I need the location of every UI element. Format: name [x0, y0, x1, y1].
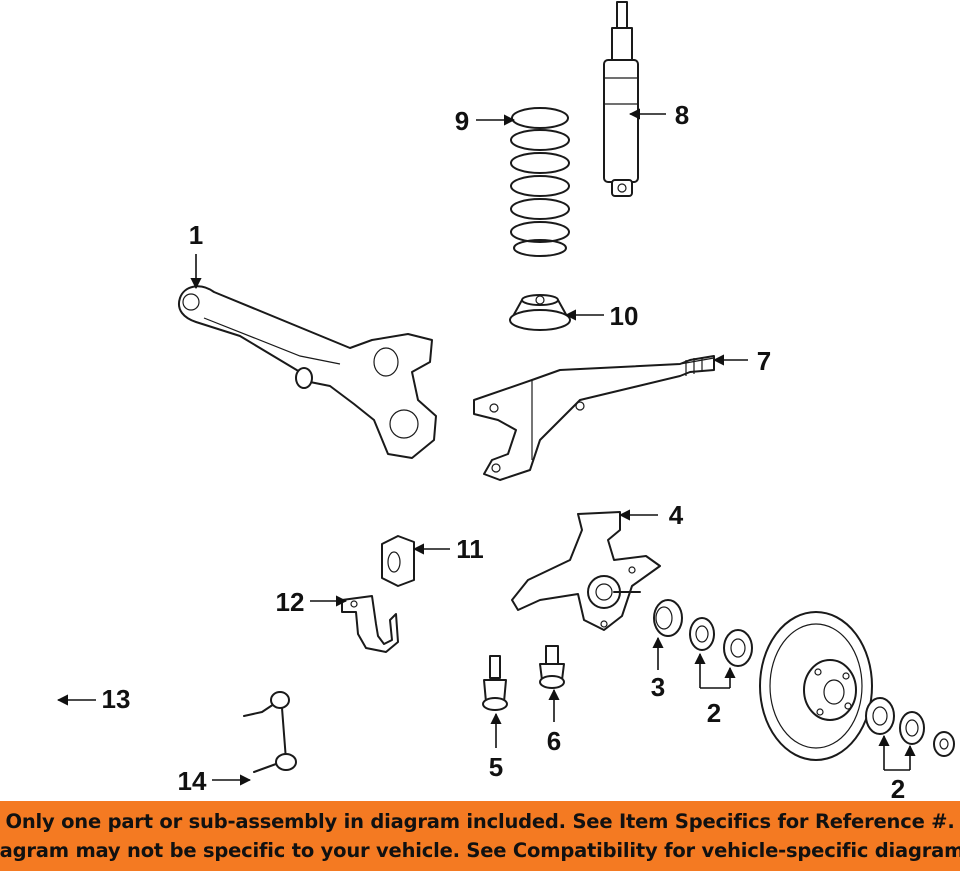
outer-bearing — [865, 697, 955, 757]
callout-13: 12 — [276, 587, 348, 617]
wheel-seal — [653, 599, 683, 637]
callout-label: 9 — [455, 106, 469, 136]
stabilizer-bushing — [381, 535, 415, 587]
spring-insulator — [509, 294, 571, 331]
callout-label: 12 — [276, 587, 305, 617]
callout-9: 9 — [455, 106, 516, 136]
callout-12: 11 — [412, 534, 484, 564]
lower-ball-joint — [482, 655, 508, 711]
callout-14: 14 — [178, 766, 252, 796]
callout-label: 4 — [669, 500, 684, 530]
callout-label: 1 — [189, 220, 203, 250]
callout-label: 6 — [547, 726, 561, 756]
callout-label: 8 — [675, 100, 689, 130]
callout-10: 10 — [564, 301, 639, 331]
shock-absorber — [603, 1, 639, 197]
callout-1: 1 — [189, 220, 203, 290]
bushing-bracket — [341, 595, 399, 653]
callout-label: 7 — [757, 346, 771, 376]
callout-label: 10 — [610, 301, 639, 331]
callout-label: 2 — [891, 774, 905, 800]
disclaimer-banner: Only one part or sub-assembly in diagram… — [0, 801, 960, 871]
lower-control-arm — [178, 285, 437, 459]
upper-control-arm — [473, 355, 715, 481]
disclaimer-line-2: Diagram may not be specific to your vehi… — [0, 839, 960, 862]
callout-label: 13 — [102, 684, 131, 714]
callout-2-outer: 2 — [878, 734, 916, 800]
brake-rotor — [759, 611, 873, 761]
steering-knuckle — [511, 511, 661, 631]
upper-ball-joint — [539, 645, 565, 689]
callout-3: 3 — [651, 636, 665, 702]
callout-label: 11 — [456, 534, 484, 564]
callout-2-inner: 2 — [694, 652, 736, 728]
parts-diagram: 1 9 8 10 7 4 11 12 3 2 5 — [15, 1, 955, 800]
disclaimer-line-1: Only one part or sub-assembly in diagram… — [5, 810, 955, 833]
callout-4: 4 — [618, 500, 684, 530]
callout-6: 6 — [547, 688, 561, 756]
callout-label: 3 — [651, 672, 665, 702]
callout-7: 7 — [712, 346, 771, 376]
coil-spring — [510, 107, 570, 257]
stabilizer-link — [243, 691, 297, 773]
stabilizer-bar — [15, 489, 375, 705]
callout-8: 8 — [628, 100, 689, 130]
callout-label: 14 — [178, 766, 207, 796]
callout-11: 13 — [56, 684, 131, 714]
inner-bearing — [689, 617, 753, 667]
callout-label: 2 — [707, 698, 721, 728]
callout-5: 5 — [489, 712, 503, 782]
callout-label: 5 — [489, 752, 503, 782]
